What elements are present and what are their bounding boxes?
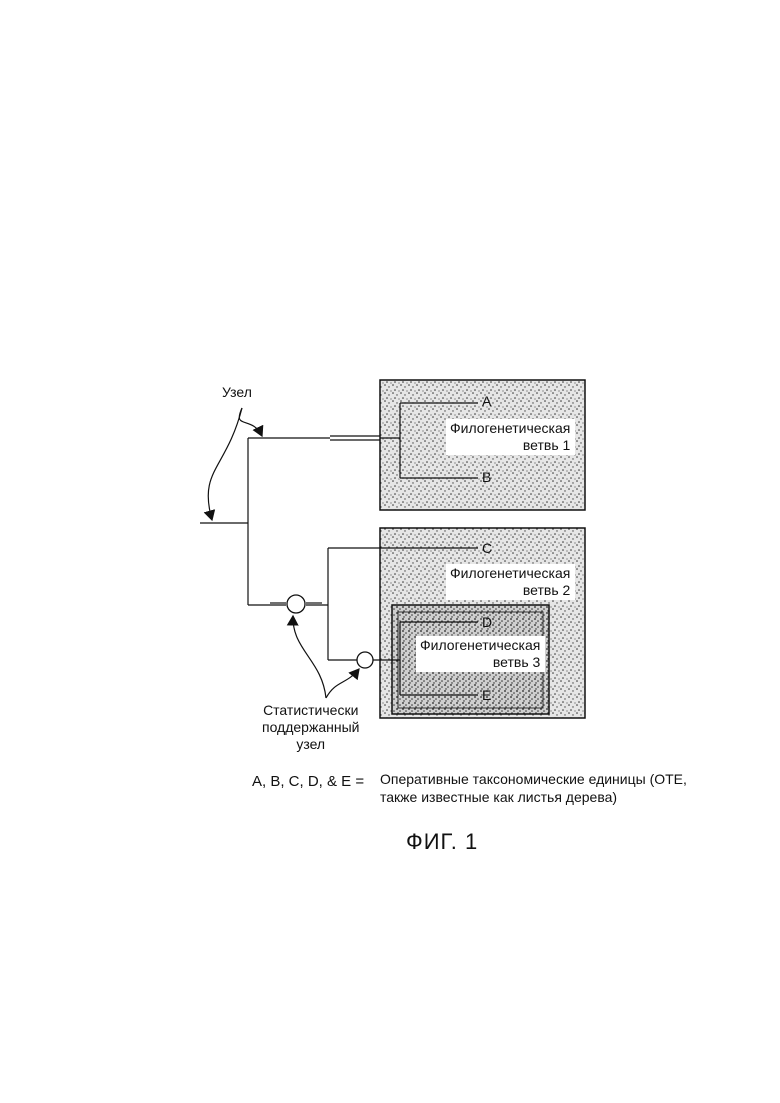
node-leader-arrow-2 <box>208 408 242 520</box>
clade-2-label-line-2: ветвь 2 <box>450 582 570 599</box>
clade-3-label-line-1: Филогенетическая <box>420 637 540 654</box>
clade-2-label-line-1: Филогенетическая <box>450 565 570 582</box>
legend-definition-line-1: Оперативные таксономические единицы (ОТЕ… <box>380 770 687 788</box>
leaf-label-e: E <box>482 687 491 703</box>
figure-caption: ФИГ. 1 <box>406 829 478 855</box>
supported-node-label: Статистически поддержанный узел <box>262 702 359 753</box>
leaf-label-c: C <box>482 540 492 556</box>
clade-1-label: Филогенетическая ветвь 1 <box>446 419 575 455</box>
clade-2-label: Филогенетическая ветвь 2 <box>446 564 575 600</box>
node-leader-arrow-1 <box>239 408 262 436</box>
legend-key: A, B, C, D, & E = <box>252 774 364 790</box>
supported-node-leader-arrow-1 <box>293 616 326 698</box>
clade-1-label-line-1: Филогенетическая <box>450 420 570 437</box>
clade-3-label-line-2: ветвь 3 <box>420 654 540 671</box>
legend-definition: Оперативные таксономические единицы (ОТЕ… <box>380 770 687 806</box>
leaf-label-a: A <box>482 393 491 409</box>
node-label: Узел <box>222 384 252 400</box>
supported-node-label-line-3: узел <box>262 736 359 753</box>
clade-3-label: Филогенетическая ветвь 3 <box>416 636 545 672</box>
supported-node-circle-2 <box>357 652 373 668</box>
supported-node-label-line-2: поддержанный <box>262 719 359 736</box>
supported-node-label-line-1: Статистически <box>262 702 359 719</box>
supported-node-circle-1 <box>287 595 305 613</box>
legend-definition-line-2: также известные как листья дерева) <box>380 788 687 806</box>
leaf-label-d: D <box>482 614 492 630</box>
supported-node-leader-arrow-2 <box>326 669 359 698</box>
clade-1-label-line-2: ветвь 1 <box>450 437 570 454</box>
leaf-label-b: B <box>482 469 491 485</box>
